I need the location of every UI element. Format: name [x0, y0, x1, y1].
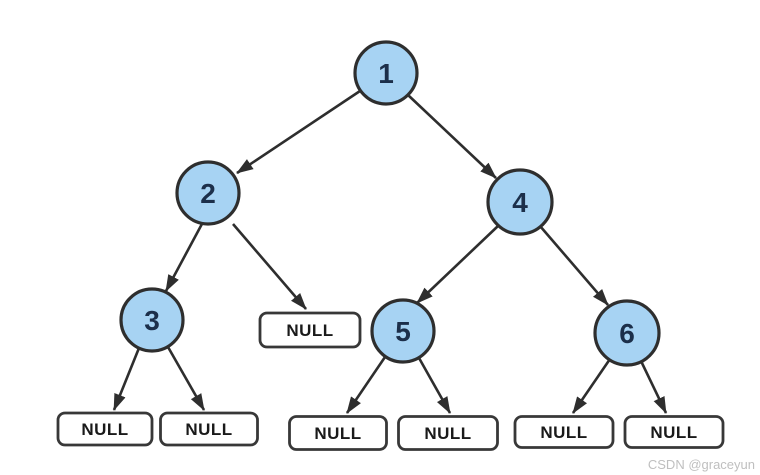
node-6-label: 6	[619, 318, 635, 349]
edge-5-null-left	[345, 356, 387, 414]
null-3-left	[56, 411, 154, 447]
node-4-label: 4	[512, 187, 528, 218]
edge-2-null-right	[232, 223, 307, 310]
null-2-right-label: NULL	[286, 321, 333, 340]
edge-6-null-right	[639, 360, 668, 414]
edge-5-null-right	[417, 357, 452, 414]
edge-3-null-right	[166, 346, 206, 411]
node-3	[119, 287, 185, 353]
null-5-left-label: NULL	[314, 424, 361, 443]
node-6	[593, 299, 661, 367]
node-5-label: 5	[395, 316, 411, 347]
node-5	[370, 298, 436, 364]
null-3-right-label: NULL	[185, 420, 232, 439]
edge-1-4	[407, 94, 497, 179]
node-1	[353, 40, 419, 106]
null-5-right	[397, 415, 499, 451]
null-6-left-label: NULL	[540, 423, 587, 442]
null-3-left-label: NULL	[81, 420, 128, 439]
null-2-right	[258, 311, 362, 349]
null-nodes-layer: NULL NULL NULL NULL NULL NULL NULL	[56, 311, 725, 451]
watermark: CSDN @graceyun	[647, 457, 755, 472]
null-3-right	[159, 411, 259, 447]
node-3-label: 3	[144, 305, 160, 336]
edge-4-5	[416, 225, 499, 304]
null-6-left	[513, 415, 615, 449]
null-6-right-label: NULL	[650, 423, 697, 442]
node-2	[175, 160, 241, 226]
edges-layer	[112, 89, 668, 414]
null-5-right-label: NULL	[424, 424, 471, 443]
edge-4-6	[539, 225, 609, 306]
node-4	[486, 168, 554, 236]
edge-6-null-left	[571, 358, 612, 414]
edge-1-2	[236, 89, 361, 175]
node-1-label: 1	[378, 58, 394, 89]
null-6-right	[623, 415, 725, 449]
edge-3-null-left	[112, 347, 141, 411]
nodes-layer: 1 2 4 3 5 6	[119, 40, 661, 367]
edge-2-3	[164, 221, 205, 292]
null-5-left	[288, 415, 388, 451]
node-2-label: 2	[200, 178, 216, 209]
